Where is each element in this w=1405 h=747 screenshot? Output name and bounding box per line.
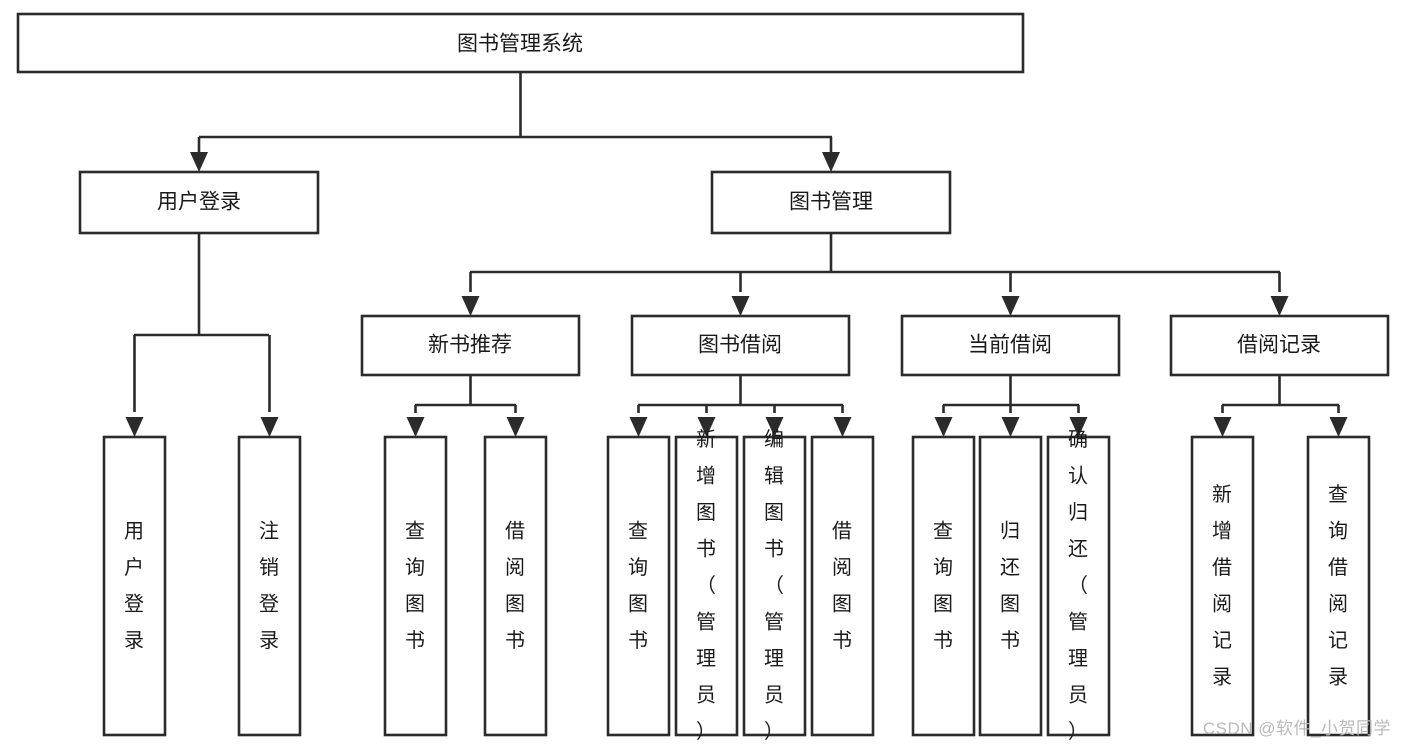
leaf-label: 查询图书 [628,519,648,652]
arrow-userlogin-leaf1 [125,417,144,437]
arrow-current-leaf1 [934,417,953,437]
leaf-user-login-signin[interactable]: 用户登录 [102,435,167,737]
arrow-borrow-leaf4 [833,417,852,437]
leaf-box[interactable] [810,435,875,737]
book-borrow-box[interactable] [630,314,851,377]
arrow-current-leaf2 [1001,417,1020,437]
arrow-bookmgmt-to-newbook [461,296,480,316]
arrow-userlogin-leaf2 [260,417,279,437]
current-borrow-box[interactable] [900,314,1121,377]
book-borrow-label: 图书借阅 [698,334,782,357]
arrow-record-leaf1 [1213,417,1232,437]
leaf-box[interactable] [383,435,448,737]
arrow-bookmgmt-to-borrow [731,296,750,316]
leaf-new-book-borrow[interactable]: 借阅图书 [483,435,548,737]
node-book-management[interactable]: 图书管理 [710,170,952,235]
leaf-label: 查询图书 [933,519,953,652]
node-user-login[interactable]: 用户登录 [78,170,320,235]
node-new-book-recommend[interactable]: 新书推荐 [360,314,581,377]
leaf-record-add-record[interactable]: 新增借阅记录 [1190,435,1255,737]
user-login-box[interactable] [78,170,320,235]
user-login-label: 用户登录 [157,191,241,214]
leaf-box[interactable] [978,435,1043,737]
leaf-label: 注销登录 [259,519,279,652]
leaf-current-query-book[interactable]: 查询图书 [911,435,976,737]
arrow-borrow-leaf1 [629,417,648,437]
node-borrow-record[interactable]: 借阅记录 [1169,314,1390,377]
node-root-book-management-system[interactable]: 图书管理系统 [16,12,1025,74]
arrow-root-to-book-mgmt [822,152,840,172]
leaf-borrow-add-book-admin[interactable]: 新增图书（管理员） [674,428,739,743]
leaf-box[interactable] [674,435,739,737]
leaf-label: 借阅图书 [832,519,852,652]
leaf-record-query-record[interactable]: 查询借阅记录 [1306,435,1371,737]
leaf-box[interactable] [102,435,167,737]
leaf-current-confirm-return-admin[interactable]: 确认归还（管理员） [1046,428,1111,743]
arrow-newbook-leaf2 [506,417,525,437]
root-box[interactable] [16,12,1025,74]
leaf-label: 新增图书（管理员） [696,428,716,743]
leaf-box[interactable] [911,435,976,737]
leaf-label: 查询图书 [405,519,425,652]
new-book-recommend-box[interactable] [360,314,581,377]
leaf-borrow-borrow-book[interactable]: 借阅图书 [810,435,875,737]
book-management-label: 图书管理 [789,191,873,214]
leaf-label: 用户登录 [124,520,144,652]
leaf-label: 编辑图书（管理员） [764,428,784,743]
borrow-record-label: 借阅记录 [1237,334,1321,357]
leaf-box[interactable] [1046,435,1111,737]
leaf-box[interactable] [1190,435,1255,737]
new-book-recommend-label: 新书推荐 [428,334,512,357]
arrow-bookmgmt-to-record [1270,296,1289,316]
leaf-label: 新增借阅记录 [1212,483,1232,689]
book-management-box[interactable] [710,170,952,235]
node-current-borrow[interactable]: 当前借阅 [900,314,1121,377]
root-label: 图书管理系统 [457,33,583,56]
leaf-box[interactable] [606,435,671,737]
leaf-label: 查询借阅记录 [1328,483,1348,689]
leaf-new-book-query[interactable]: 查询图书 [383,435,448,737]
leaf-box[interactable] [742,435,807,737]
leaf-current-return-book[interactable]: 归还图书 [978,435,1043,737]
arrow-newbook-leaf1 [406,417,425,437]
leaf-user-login-signout[interactable]: 注销登录 [237,435,302,737]
node-book-borrow[interactable]: 图书借阅 [630,314,851,377]
leaf-label: 归还图书 [1000,519,1020,652]
borrow-record-box[interactable] [1169,314,1390,377]
leaf-box[interactable] [483,435,548,737]
leaf-label: 确认归还（管理员） [1068,428,1088,743]
leaf-label: 借阅图书 [505,519,525,652]
arrow-bookmgmt-to-current [1001,296,1020,316]
leaf-borrow-edit-book-admin[interactable]: 编辑图书（管理员） [742,428,807,743]
leaf-borrow-query-book[interactable]: 查询图书 [606,435,671,737]
current-borrow-label: 当前借阅 [968,334,1052,357]
arrow-root-to-user-login [190,152,208,172]
connectors-layer [125,72,1348,437]
leaf-box[interactable] [1306,435,1371,737]
leaf-box[interactable] [237,435,302,737]
arrow-record-leaf2 [1329,417,1348,437]
